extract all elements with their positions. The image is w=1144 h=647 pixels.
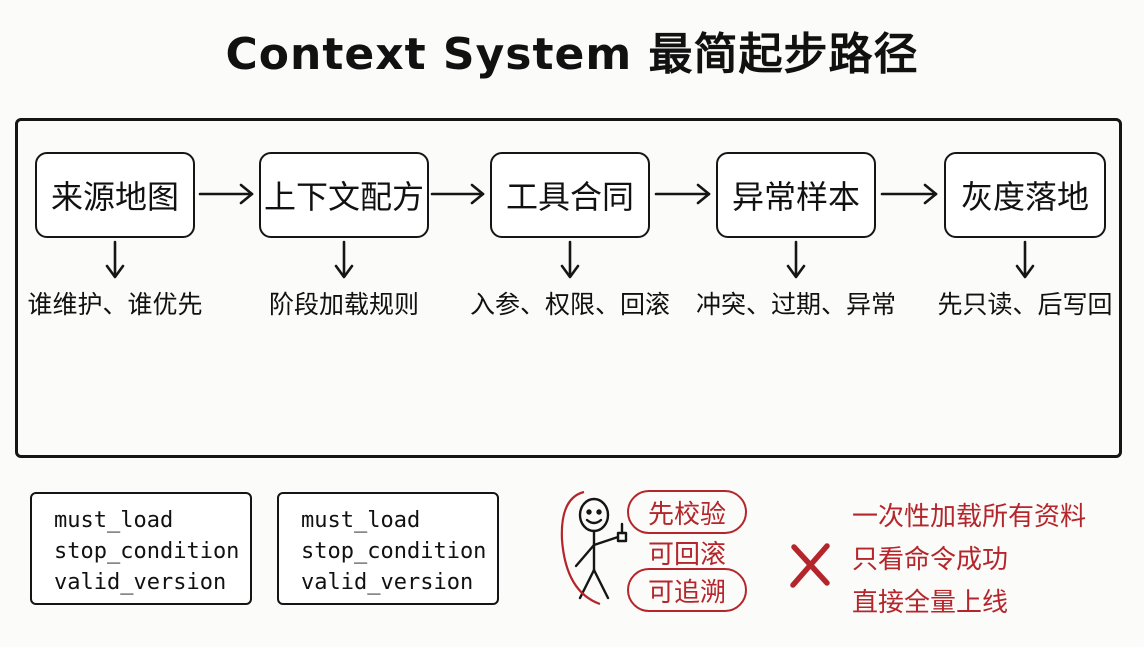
step-note-source-map: 谁维护、谁优先 [27,290,203,319]
mistake-item: 只看命令成功 [852,545,1009,575]
step-note-exception-samples: 冲突、过期、异常 [695,290,896,319]
mistake-item: 直接全量上线 [852,588,1009,618]
arrow-right-icon [430,183,485,205]
mistake-item: 一次性加载所有资料 [852,502,1087,532]
checklist-box-left: must_load stop_condition valid_version [30,492,252,605]
figure-halo-icon [560,490,601,606]
checklist-line: valid_version [54,570,227,595]
step-box-gray-rollout: 灰度落地 [944,152,1106,238]
step-box-exception-samples: 异常样本 [716,152,876,238]
step-note-context-recipe: 阶段加载规则 [268,290,419,319]
step-box-source-map: 来源地图 [35,152,195,238]
checklist-line: stop_condition [54,539,240,564]
pipeline-frame [15,118,1122,458]
checklist-line: stop_condition [301,539,487,564]
principle-rollbackable: 可回滚 [647,539,726,570]
arrow-down-icon [334,240,354,279]
red-cross-icon [790,543,830,588]
principle-traceable: 可追溯 [627,568,747,612]
arrow-right-icon [654,183,711,205]
checklist-line: valid_version [301,570,474,595]
arrow-right-icon [198,183,254,205]
arrow-down-icon [560,240,580,279]
step-box-tool-contract: 工具合同 [490,152,650,238]
arrow-down-icon [786,240,806,279]
principle-validate-first: 先校验 [627,490,747,534]
arrow-down-icon [105,240,125,279]
diagram-title: Context System 最简起步路径 [225,29,919,80]
checklist-line: must_load [301,508,421,533]
stick-figure-thumbs-up-icon [574,497,628,600]
arrow-right-icon [880,183,938,205]
step-box-context-recipe: 上下文配方 [259,152,429,238]
arrow-down-icon [1015,240,1035,279]
step-note-tool-contract: 入参、权限、回滚 [469,290,670,319]
step-note-gray-rollout: 先只读、后写回 [937,290,1113,319]
checklist-box-right: must_load stop_condition valid_version [277,492,499,605]
mistake-list: 一次性加载所有资料 只看命令成功 直接全量上线 [852,496,1086,625]
checklist-line: must_load [54,508,174,533]
